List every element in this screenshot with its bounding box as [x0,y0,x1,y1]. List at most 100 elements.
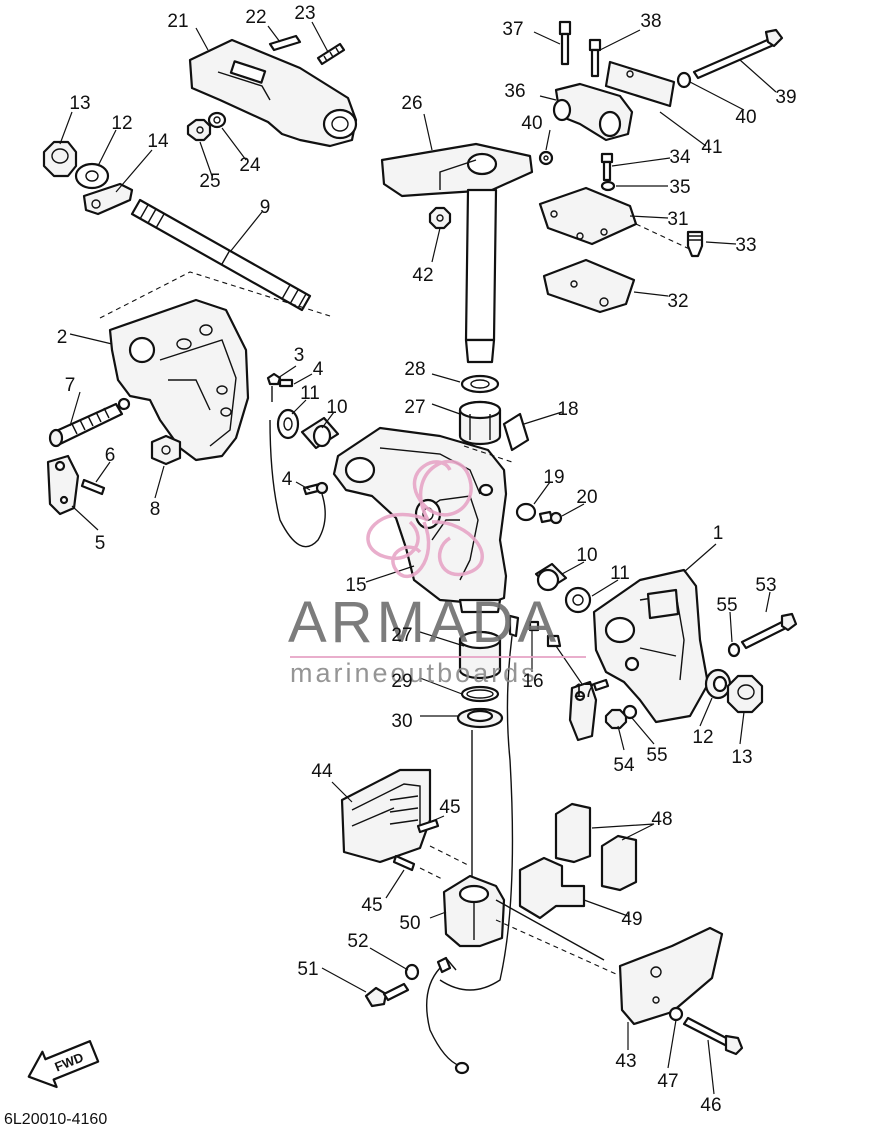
callout-40: 40 [521,113,542,134]
callout-29: 29 [391,671,412,692]
callout-45: 45 [439,797,460,818]
part-48-rubber-mount [554,802,638,892]
callout-40: 40 [735,107,756,128]
callout-48: 48 [651,809,672,830]
watermark-logo-swirl [366,459,484,578]
callout-31: 31 [667,209,688,230]
part-11-washer-right [564,586,592,614]
callout-41: 41 [701,137,722,158]
callout-53: 53 [755,575,776,596]
part-10-bushing-left [300,416,340,450]
part-24-washer [207,111,227,129]
callout-46: 46 [700,1095,721,1116]
callout-6: 6 [105,445,116,466]
callout-22: 22 [245,7,266,28]
callout-10: 10 [576,545,597,566]
part-34-35-bolt-washer [600,152,616,192]
part-5-lever [46,454,80,516]
callout-5: 5 [95,533,106,554]
callout-36: 36 [504,81,525,102]
watermark-brand: ARMADA [288,590,560,655]
callout-51: 51 [297,959,318,980]
part-43-lower-plate [618,926,724,1026]
part-21-steering-arm [188,38,358,148]
callout-39: 39 [775,87,796,108]
part-9-through-tube [130,198,312,312]
part-40-washer-right [676,71,692,89]
callout-19: 19 [543,467,564,488]
callout-50: 50 [399,913,420,934]
callout-3: 3 [294,345,305,366]
part-54-nut [604,708,628,730]
callout-55: 55 [646,745,667,766]
callout-32: 32 [667,291,688,312]
part-23-bolt [316,42,346,66]
callout-14: 14 [147,131,169,152]
part-41-plate [604,60,676,108]
callout-38: 38 [640,11,661,32]
part-52-washer [404,963,420,981]
callout-45: 45 [361,895,382,916]
part-8-bushing [150,434,182,466]
callout-12: 12 [111,113,132,134]
callout-27: 27 [404,397,425,418]
part-13-cap-nut [42,140,78,178]
callout-43: 43 [615,1051,636,1072]
part-32-anode-plate [542,258,636,314]
part-53-bolt [740,612,798,650]
callout-52: 52 [347,931,368,952]
part-1-clamp-bracket-right [568,568,710,742]
part-20-bolt [538,510,563,525]
part-16-grease-nipple [439,614,540,991]
part-29-o-ring [460,685,500,703]
callout-33: 33 [735,235,756,256]
part-47-washer [668,1006,684,1022]
callout-54: 54 [613,755,635,776]
callout-26: 26 [401,93,422,114]
part-37-bolt [558,20,572,66]
part-40-washer-mid [538,150,554,166]
callout-11: 11 [610,563,630,584]
part-27-bushing-upper [458,400,502,446]
callout-23: 23 [294,3,315,24]
part-45-pin-lower [392,854,416,872]
drawing-code: 6L20010-4160 [4,1111,107,1128]
callout-15: 15 [345,575,366,596]
ground-lead [425,956,470,1075]
part-28-washer [460,374,500,394]
part-33-anode-pin [686,230,704,258]
fwd-arrow: FWD [27,1040,100,1089]
callout-9: 9 [260,197,271,218]
callout-17: 17 [573,681,594,702]
part-7-bolt [48,402,124,448]
part-3-4-bolt-left [266,372,294,402]
callout-30: 30 [391,711,412,732]
callout-37: 37 [502,19,523,40]
callout-47: 47 [657,1071,678,1092]
callout-4: 4 [313,359,324,380]
callout-11: 11 [300,383,320,404]
callout-7: 7 [65,375,76,396]
callout-44: 44 [311,761,333,782]
callout-12: 12 [692,727,713,748]
watermark: ARMADA marineoutboards [288,459,586,688]
callout-1: 1 [713,523,724,544]
callout-55: 55 [716,595,737,616]
part-4-bolt-lower [269,419,329,548]
part-19-cap [515,502,537,522]
part-10-bushing-right [534,562,568,592]
part-30-seal [456,707,504,729]
part-18-liner [502,412,530,452]
part-55-washer-upper [727,642,741,658]
callout-42: 42 [412,265,433,286]
callout-20: 20 [576,487,597,508]
callout-25: 25 [199,171,220,192]
callout-10: 10 [326,397,347,418]
part-12-washer-right [704,668,732,700]
part-12-washer [74,162,110,190]
part-31-plate [538,186,697,253]
part-25-nut [186,118,212,142]
